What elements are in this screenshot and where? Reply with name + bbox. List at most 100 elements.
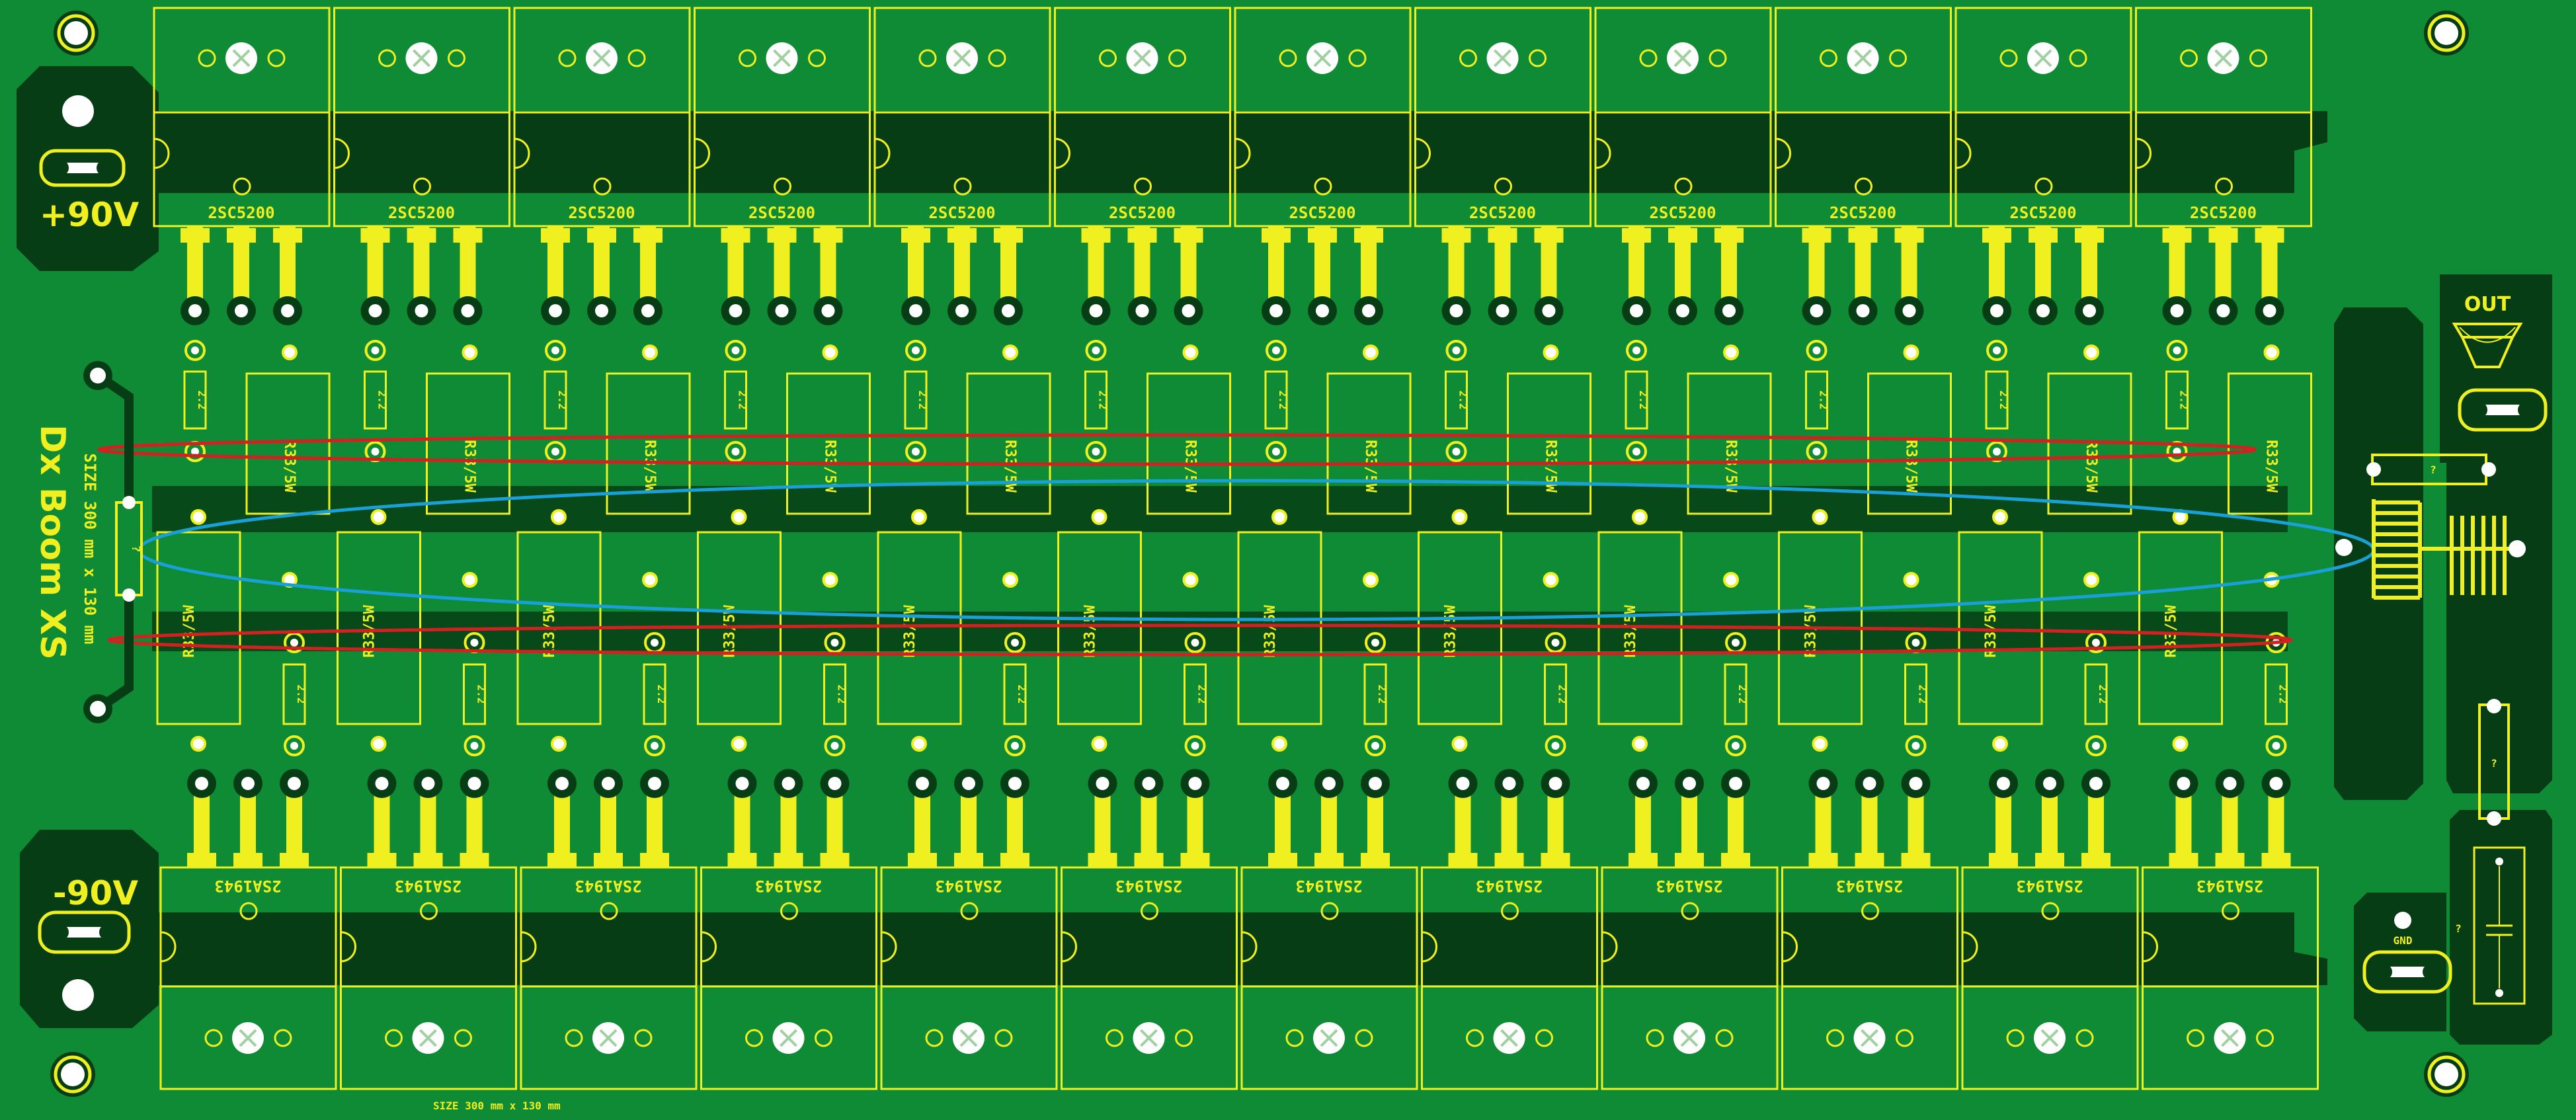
pnp-part-label: 2SA1943 — [1476, 877, 1543, 895]
pnp-transistor: 2SA1943 — [1781, 769, 1958, 1090]
mounting-pad — [224, 41, 259, 75]
pnp-transistor: 2SA1943 — [700, 769, 877, 1090]
speaker-icon — [2452, 323, 2523, 368]
emitter-resistor-label: R33/5W — [1443, 605, 1459, 658]
base-resistor-label: 2.2 — [1196, 685, 1209, 704]
output-label: OUT — [2464, 293, 2511, 316]
mounting-pad — [764, 41, 799, 75]
npn-part-label: 2SC5200 — [1649, 204, 1716, 222]
pnp-part-label: 2SA1943 — [1656, 877, 1722, 895]
positive-supply-block: +90V — [39, 95, 139, 234]
base-resistor-label: 2.2 — [1016, 685, 1028, 704]
npn-part-label: 2SC5200 — [1109, 204, 1176, 222]
mounting-pad — [2026, 41, 2060, 75]
base-resistor-label: 2.2 — [916, 391, 929, 410]
npn-transistor: 2SC5200 — [1954, 7, 2132, 325]
npn-part-label: 2SC5200 — [208, 204, 274, 222]
mounting-pad — [1485, 41, 1520, 75]
mounting-pad — [231, 1021, 265, 1055]
npn-part-label: 2SC5200 — [568, 204, 635, 222]
emitter-resistor-label: R33/5W — [1543, 440, 1559, 493]
base-resistor-label: 2.2 — [295, 685, 307, 704]
pnp-transistor: 2SA1943 — [1421, 769, 1598, 1090]
npn-transistor: 2SC5200 — [2135, 7, 2312, 325]
emitter-resistor-label: R33/5W — [462, 440, 478, 493]
resistor-array: 2.2R33/5W2.2R33/5W2.2R33/5W2.2R33/5W2.2R… — [156, 340, 2312, 756]
mounting-pad — [1672, 1021, 1707, 1055]
base-resistor-label: 2.2 — [475, 685, 488, 704]
npn-transistor: 2SC5200 — [333, 7, 510, 325]
emitter-resistor-label: R33/5W — [181, 605, 198, 658]
mounting-pad — [584, 41, 619, 75]
base-resistor-label: 2.2 — [2178, 391, 2191, 410]
base-resistor-label: 2.2 — [1736, 685, 1749, 704]
pnp-part-label: 2SA1943 — [214, 877, 281, 895]
base-resistor-label: 2.2 — [2097, 685, 2109, 704]
mounting-pad — [1312, 1021, 1346, 1055]
emitter-resistor-label: R33/5W — [2083, 440, 2099, 493]
mounting-pad — [2212, 1021, 2247, 1055]
pnp-part-label: 2SA1943 — [2016, 877, 2083, 895]
mounting-pad — [1845, 41, 1880, 75]
mounting-pad — [591, 1021, 625, 1055]
emitter-resistor-label: R33/5W — [902, 605, 918, 658]
npn-transistor: 2SC5200 — [1054, 7, 1231, 325]
npn-part-label: 2SC5200 — [2190, 204, 2257, 222]
board-title: Dx Boom XS — [32, 424, 72, 660]
npn-transistor: 2SC5200 — [873, 7, 1051, 325]
pnp-transistor: 2SA1943 — [2142, 769, 2319, 1090]
emitter-resistor-label: R33/5W — [1623, 605, 1639, 658]
pnp-part-label: 2SA1943 — [395, 877, 462, 895]
input-connector: ? — [83, 361, 143, 723]
output-resistor-label: ? — [2430, 463, 2436, 476]
npn-transistor: 2SC5200 — [1594, 7, 1772, 325]
pnp-transistor: 2SA1943 — [520, 769, 698, 1090]
pnp-transistor: 2SA1943 — [1240, 769, 1418, 1090]
pnp-part-label: 2SA1943 — [575, 877, 641, 895]
npn-transistor: 2SC5200 — [1775, 7, 1952, 325]
emitter-resistor-label: R33/5W — [1002, 440, 1018, 493]
base-resistor-label: 2.2 — [737, 391, 749, 410]
pnp-part-label: 2SA1943 — [2196, 877, 2263, 895]
base-resistor-label: 2.2 — [1818, 391, 1830, 410]
mounting-pad — [1305, 41, 1340, 75]
base-resistor-label: 2.2 — [376, 391, 389, 410]
mounting-pad — [945, 41, 979, 75]
pnp-transistor: 2SA1943 — [880, 769, 1058, 1090]
pnp-part-label: 2SA1943 — [755, 877, 822, 895]
mounting-pad — [411, 1021, 446, 1055]
output-coil — [2372, 499, 2513, 600]
npn-part-label: 2SC5200 — [388, 204, 455, 222]
base-resistor-label: 2.2 — [655, 685, 668, 704]
mounting-pad — [1852, 1021, 1887, 1055]
pnp-transistor-row: 2SA1943 2SA1943 2SA1943 2SA1943 2SA1943 2SA19… — [159, 769, 2319, 1090]
pnp-transistor: 2SA1943 — [1961, 769, 2139, 1090]
base-resistor-label: 2.2 — [1556, 685, 1569, 704]
npn-part-label: 2SC5200 — [2009, 204, 2076, 222]
emitter-resistor-label: R33/5W — [1362, 440, 1379, 493]
npn-part-label: 2SC5200 — [1469, 204, 1536, 222]
emitter-resistor-label: R33/5W — [1903, 440, 1919, 493]
npn-transistor: 2SC5200 — [153, 7, 331, 325]
emitter-resistor-label: R33/5W — [1262, 605, 1279, 658]
input-part-label: ? — [129, 545, 143, 553]
zobel-cap-label: ? — [2455, 922, 2462, 935]
mounting-pad — [2206, 41, 2241, 75]
zobel-resistor-label: ? — [2491, 757, 2497, 770]
pnp-transistor: 2SA1943 — [1601, 769, 1779, 1090]
emitter-resistor-label: R33/5W — [1182, 440, 1199, 493]
gnd-label: GND — [2394, 934, 2413, 947]
emitter-resistor-label: R33/5W — [2263, 440, 2280, 493]
red-highlight-bottom — [107, 623, 2293, 657]
mounting-pad — [1666, 41, 1700, 75]
emitter-resistor-label: R33/5W — [1722, 440, 1739, 493]
emitter-resistor-label: R33/5W — [542, 605, 558, 658]
mounting-pad — [1125, 41, 1160, 75]
mounting-pad — [1131, 1021, 1166, 1055]
npn-transistor: 2SC5200 — [513, 7, 691, 325]
npn-transistor-row: 2SC5200 2SC5200 2SC5200 2SC5200 2SC5200 2SC52… — [153, 7, 2312, 325]
npn-part-label: 2SC5200 — [1289, 204, 1355, 222]
base-resistor-label: 2.2 — [2277, 685, 2290, 704]
base-resistor-label: 2.2 — [556, 391, 569, 410]
